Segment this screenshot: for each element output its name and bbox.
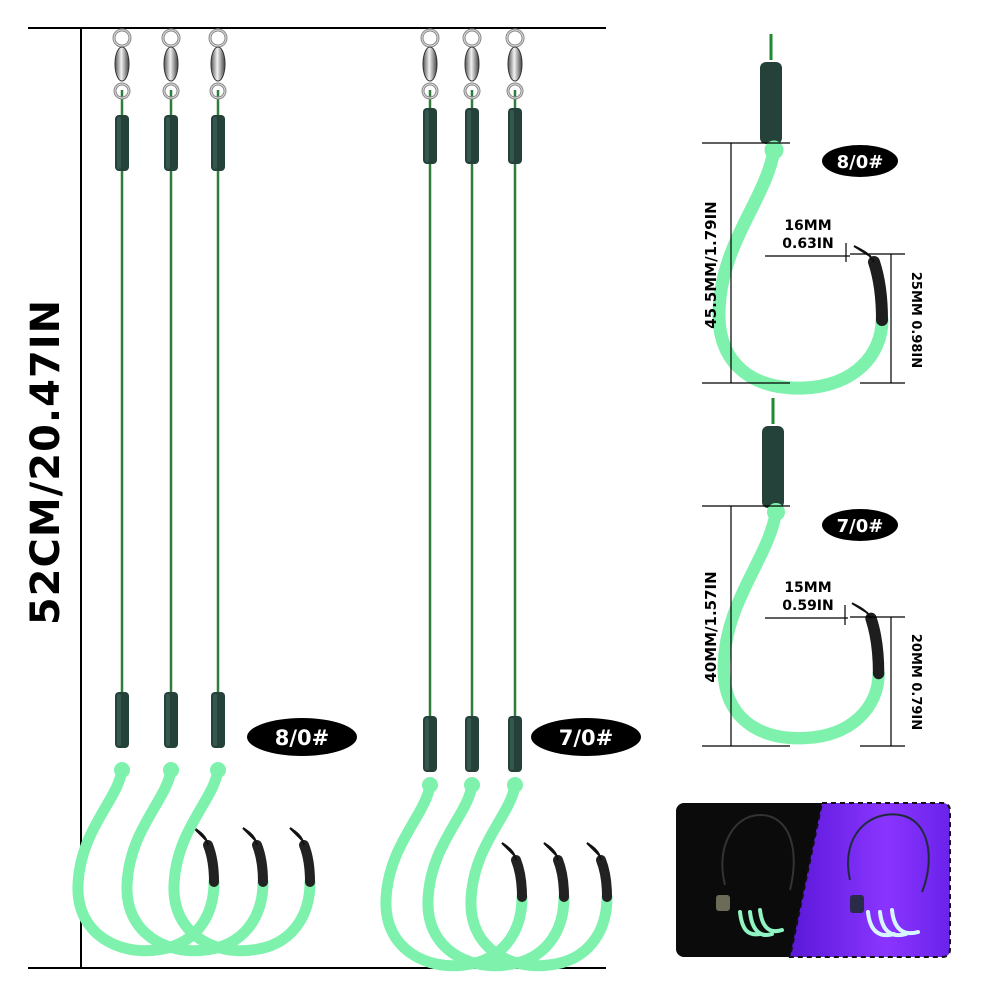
size-pill-8-0: 8/0# — [247, 718, 357, 756]
bite-label: 20MM 0.79IN — [908, 634, 923, 730]
rig — [471, 28, 607, 966]
barrel-swivel-icon — [420, 28, 440, 100]
rig — [386, 28, 522, 966]
size-pill-label: 8/0# — [275, 726, 330, 750]
barrel-swivel-icon — [208, 28, 228, 100]
size-pill-label: 7/0# — [559, 726, 614, 750]
uv-glow-photo — [676, 802, 951, 958]
detail-size-label: 8/0# — [837, 152, 884, 173]
bite-label: 25MM 0.98IN — [908, 272, 923, 368]
measurement-frame — [28, 27, 606, 969]
gap-in-label: 0.63IN — [782, 236, 833, 252]
barrel-swivel-icon — [462, 28, 482, 100]
barrel-swivel-icon — [161, 28, 181, 100]
circle-hook-icon — [428, 779, 564, 966]
rig — [127, 28, 263, 951]
rig — [78, 28, 214, 951]
hook-detail-8-0: 8/0# 45.5MM/1.79IN 16MM 0.63IN 25MM 0.98… — [702, 34, 923, 388]
rig-group-8-0 — [78, 28, 310, 951]
detail-size-label: 7/0# — [837, 516, 884, 537]
overall-length-label: 52CM/20.47IN — [23, 298, 69, 626]
gap-mm-label: 15MM — [784, 580, 831, 596]
rig-group-7-0 — [386, 28, 607, 966]
rig — [174, 28, 310, 951]
circle-hook-icon — [471, 779, 607, 966]
gap-in-label: 0.59IN — [782, 598, 833, 614]
circle-hook-icon — [127, 764, 263, 951]
barrel-swivel-icon — [505, 28, 525, 100]
size-pill-7-0: 7/0# — [531, 718, 641, 756]
shank-length-label: 40MM/1.57IN — [702, 571, 720, 682]
hook-detail-7-0: 7/0# 40MM/1.57IN 15MM 0.59IN 20MM 0.79IN — [702, 398, 923, 747]
barrel-swivel-icon — [112, 28, 132, 100]
rig — [428, 28, 564, 966]
circle-hook-icon — [174, 764, 310, 951]
shank-length-label: 45.5MM/1.79IN — [702, 201, 720, 329]
circle-hook-icon — [78, 764, 214, 951]
gap-mm-label: 16MM — [784, 218, 831, 234]
